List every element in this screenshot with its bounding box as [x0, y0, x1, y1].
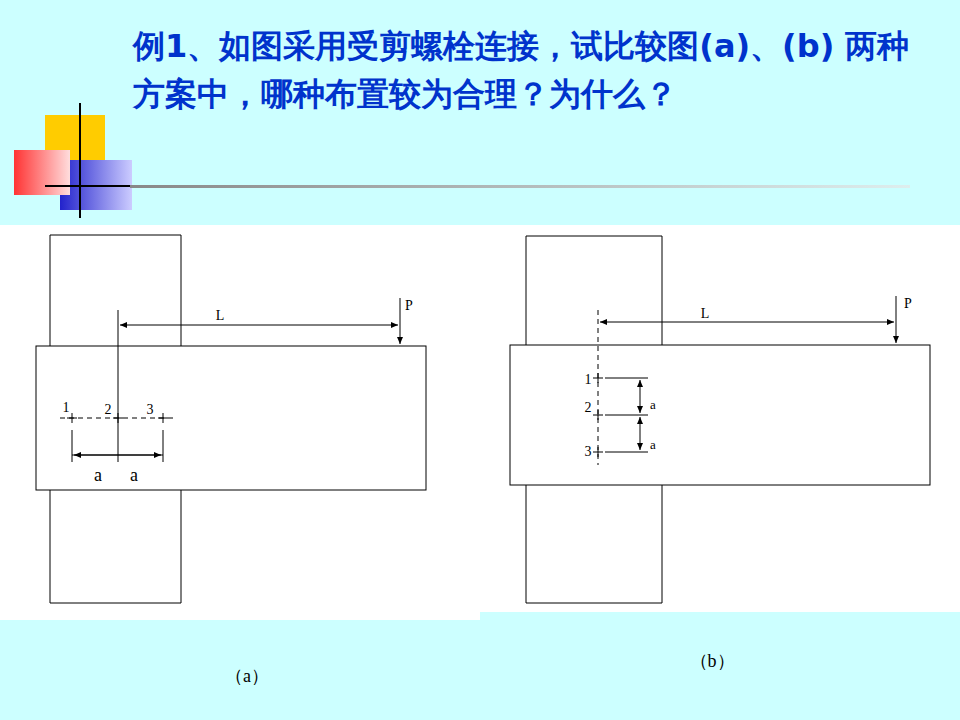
- spacing-label: a: [649, 398, 657, 411]
- force-label: P: [404, 299, 414, 313]
- spacing-label: a: [93, 466, 103, 484]
- spacing-label: a: [129, 466, 139, 484]
- figure-caption: （a）: [224, 667, 270, 685]
- bolt-number: 2: [584, 401, 593, 415]
- bolt-number: 3: [584, 445, 593, 459]
- decoration: [14, 103, 910, 218]
- force-label: P: [903, 297, 913, 311]
- length-label: L: [215, 309, 226, 323]
- bolt-number: 2: [104, 403, 113, 417]
- panel-b: [480, 225, 960, 612]
- bolt-number: 1: [584, 373, 593, 387]
- length-label: L: [700, 307, 711, 321]
- bolt-number: 3: [146, 403, 155, 417]
- figure-caption: （b）: [689, 652, 736, 670]
- slide-title: 例1、如图采用受剪螺栓连接，试比较图(a)、(b) 两种方案中，哪种布置较为合理…: [133, 22, 933, 118]
- spacing-label: a: [649, 438, 657, 451]
- panel-a: [0, 225, 480, 620]
- bolt-number: 1: [62, 401, 71, 415]
